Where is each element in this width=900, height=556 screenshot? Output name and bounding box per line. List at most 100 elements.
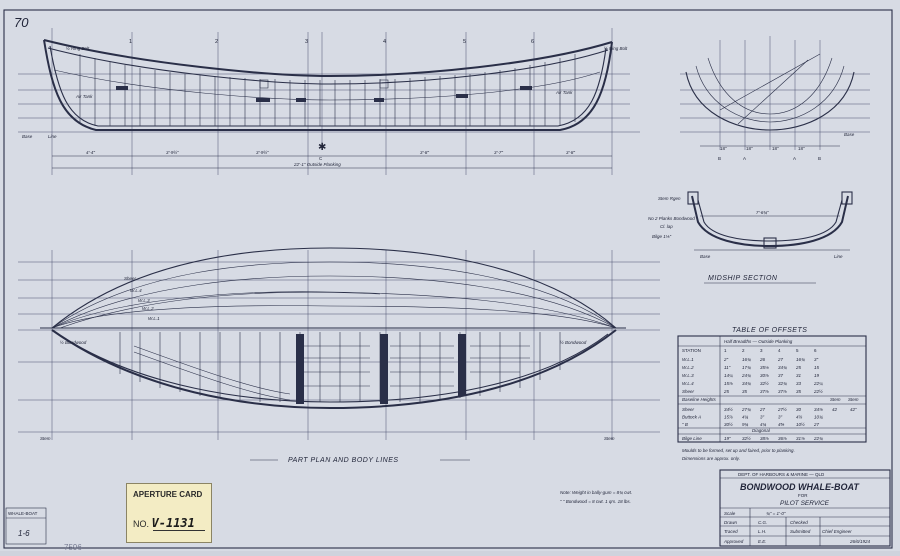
offsets-cell: 22¼ [813, 381, 823, 386]
offsets-cell: 37⅞ [778, 389, 787, 394]
offsets-cell: 27¾ [741, 407, 751, 412]
base-label: Base [22, 134, 33, 139]
offsets-cell: 34¾ [778, 365, 787, 370]
offsets-cell: 25 [723, 389, 730, 394]
section-letter: B [718, 156, 721, 161]
offsets-cell: 27 [759, 407, 766, 412]
note-line: Note: Weight in bally-gum = 8¾ cwt. [560, 490, 632, 495]
offsets-header-cell: 3 [760, 348, 763, 353]
checked-label: Checked [790, 520, 808, 525]
offsets-cell: 4⅝ [778, 422, 785, 427]
note-line: " " Bondwood = 8 cwt. 1 qrs. 18 lbs. [560, 499, 631, 504]
half-width: 18" [720, 146, 727, 151]
offsets-cell: 30⅞ [760, 373, 769, 378]
offsets-header-cell: 1 [724, 348, 727, 353]
centre-star-mark: ✱ [318, 142, 326, 153]
offsets-cell: 30½ [724, 421, 733, 427]
dept-name: DEPT. OF HARBOURS & MARINE — QLD [738, 472, 825, 477]
ring-bolt-aft-label: ½ Ring Bolt [604, 45, 628, 51]
offsets-header-cell: 4 [778, 348, 781, 353]
wl-label: W.L.4 [130, 288, 142, 293]
offsets-cell: 2" [723, 357, 729, 362]
wl-label: W.L.3 [138, 298, 150, 303]
date-value: 26/6/1924 [849, 539, 871, 544]
offsets-cell: 10½ [796, 421, 805, 427]
offsets-cell: 36⅞ [778, 436, 787, 441]
offsets-cell: Buttock A [682, 415, 701, 420]
offsets-cell: 34½ [724, 406, 733, 412]
offsets-cell: 22½ [813, 388, 823, 394]
offsets-cell: 4¾ [760, 422, 767, 427]
midship-note: Stem Rgen [658, 196, 681, 201]
offsets-cell: " B [682, 422, 688, 427]
offsets-cell: Sheer [682, 389, 695, 394]
half-width: 18" [798, 146, 805, 151]
table-of-offsets: TABLE OF OFFSETS Half Breadths — Outside… [677, 327, 867, 461]
corner-mark: 70 [14, 15, 29, 30]
offsets-note: Moulds to be formed, set up and faired, … [682, 448, 795, 453]
offsets-cell: 16¾ [796, 357, 805, 362]
offsets-cell: 17¾ [742, 365, 751, 370]
offsets-cell: 32½ [760, 380, 769, 386]
offsets-cell: 4¾ [742, 415, 749, 420]
aperture-card-underline [153, 530, 205, 531]
line-label: Line [48, 134, 57, 139]
aperture-card-label: APERTURE CARD [133, 490, 203, 499]
midship-section: Stem Rgen No 2 Planks Bondwood Cl. lap B… [648, 191, 853, 284]
half-width: 18" [772, 146, 779, 151]
aperture-card-no-label: NO. [133, 519, 150, 529]
aperture-card-number-row: NO. V-1131 [133, 516, 195, 530]
offsets-header-cell: 6 [814, 348, 817, 353]
offsets-cell: W.L.3 [682, 373, 694, 378]
offsets-title: TABLE OF OFFSETS [732, 327, 807, 334]
offsets-cell: 3" [760, 415, 765, 420]
offsets-cell: 25 [795, 365, 802, 370]
scale-label: Scale [724, 511, 736, 516]
station-marks: 1 2 3 4 5 6 [129, 39, 534, 45]
offsets-cell: 27½ [777, 406, 787, 412]
title-block: DEPT. OF HARBOURS & MARINE — QLD BONDWOO… [719, 469, 891, 547]
offsets-header-cell: 2 [742, 348, 745, 353]
offsets-cell: 26 [759, 357, 766, 362]
sheet-border [3, 9, 893, 549]
offsets-cell: 33 [796, 381, 802, 386]
drawing-title: BONDWOOD WHALE-BOAT [740, 482, 860, 492]
offsets-cell: 9¾ [742, 422, 749, 427]
offsets-cell: Sheer [682, 407, 695, 412]
offsets-cell: 15⅞ [724, 415, 733, 420]
offsets-cell: 19" [724, 436, 731, 441]
offsets-cell: 11" [724, 365, 731, 370]
offsets-cell: 42 [832, 407, 838, 412]
offsets-cell: W.L.2 [682, 365, 694, 370]
drawn-value: C.G. [758, 520, 767, 525]
bondwood-left: ½ Bondwood [60, 339, 87, 345]
section-letter: A [743, 156, 746, 161]
offsets-cell: Bilge Line [682, 436, 702, 441]
offsets-cell: 15 [814, 365, 820, 370]
offsets-group3: Diagonal [752, 428, 771, 433]
offsets-stem-col: Stem [830, 397, 841, 402]
body-base-label: Base [844, 132, 855, 137]
station-dimensions: 4'-4" 3'-9½" 3'-9½" 3'-8" 3'-7" 3'-8" [86, 149, 575, 155]
section-letter: B [818, 156, 821, 161]
offsets-cell: 42" [850, 407, 857, 412]
wl-label: Sheer [124, 276, 137, 281]
dim-label: 4'-4" [86, 150, 95, 155]
side-stamp-number: 1-6 [18, 529, 30, 538]
station-mark: 2 [215, 39, 218, 45]
offsets-cell: 35 [796, 389, 802, 394]
stem-left: Stem [40, 436, 51, 441]
offsets-cell: 27 [777, 357, 784, 362]
offsets-cell: 27 [813, 422, 820, 427]
drawing-subtitle: PILOT SERVICE [780, 500, 830, 507]
offsets-group2: Baseline Heights [682, 397, 717, 402]
midship-base: Base [700, 254, 711, 259]
midship-note: No 2 Planks Bondwood [648, 216, 695, 221]
dim-label: 3'-9½" [256, 149, 269, 155]
offsets-cell: 19 [814, 373, 820, 378]
offsets-stem-col: Stem [848, 397, 859, 402]
offsets-cell: 14¼ [724, 373, 733, 378]
midship-line: Line [834, 254, 843, 259]
